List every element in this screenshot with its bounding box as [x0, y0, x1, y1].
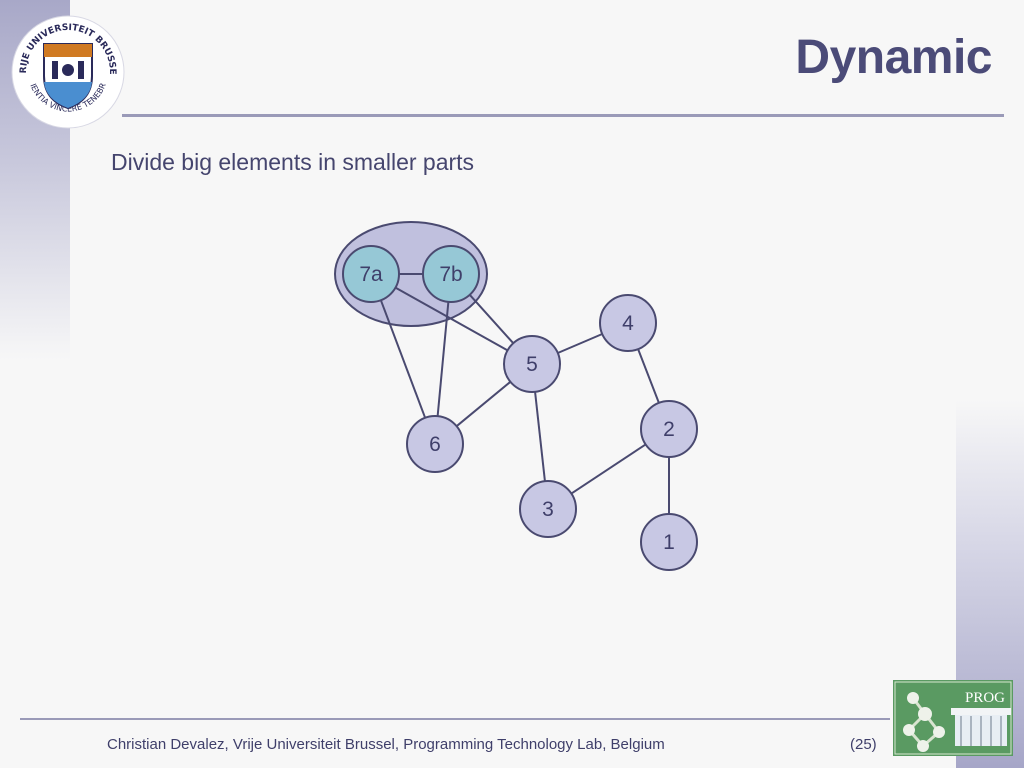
node-label-2: 2 — [663, 418, 675, 441]
node-label-7a: 7a — [359, 263, 383, 286]
edge-2-3 — [570, 443, 647, 495]
slide-title: Dynamic — [795, 31, 992, 84]
node-circle-5 — [503, 335, 561, 393]
title-divider — [122, 114, 1004, 117]
node-circle-6 — [406, 415, 464, 473]
node-7a: 7a — [342, 245, 400, 303]
prog-lab-logo: PROG — [893, 680, 1013, 756]
node-5: 5 — [503, 335, 561, 393]
edge-7b-5 — [468, 294, 515, 344]
edge-5-3 — [534, 391, 546, 482]
footer-divider — [20, 718, 890, 720]
vub-seal-logo: VRIJE UNIVERSITEIT BRUSSEL SCIENTIA VINC… — [10, 14, 125, 129]
node-circle-2 — [640, 400, 698, 458]
prog-logo-text: PROG — [965, 690, 1005, 706]
node-circle-7a — [342, 245, 400, 303]
node-circle-4 — [599, 294, 657, 352]
node-label-1: 1 — [663, 531, 675, 554]
node-circle-1 — [640, 513, 698, 571]
node-6: 6 — [406, 415, 464, 473]
page-number: (25) — [850, 736, 877, 753]
edge-7a-5 — [394, 286, 509, 352]
node-label-4: 4 — [622, 312, 634, 335]
edge-5-4 — [557, 333, 603, 354]
nodes-layer: 7a 7b 4 5 2 6 3 1 — [342, 245, 698, 571]
node-circle-3 — [519, 480, 577, 538]
node-3: 3 — [519, 480, 577, 538]
node-2: 2 — [640, 400, 698, 458]
edges-layer — [379, 273, 670, 514]
slide-subtitle: Divide big elements in smaller parts — [111, 149, 475, 175]
node-label-5: 5 — [526, 353, 538, 376]
edge-7a-6 — [379, 299, 427, 419]
edge-7b-6 — [436, 301, 450, 417]
node-4: 4 — [599, 294, 657, 352]
edge-4-2 — [637, 348, 660, 404]
node-circle-7b — [422, 245, 480, 303]
node-1: 1 — [640, 513, 698, 571]
node-label-6: 6 — [429, 433, 441, 456]
node-label-7b: 7b — [439, 263, 462, 286]
edge-5-6 — [455, 381, 512, 427]
node-7b: 7b — [422, 245, 480, 303]
footer-credit: Christian Devalez, Vrije Universiteit Br… — [107, 736, 665, 753]
node-label-3: 3 — [542, 498, 554, 521]
